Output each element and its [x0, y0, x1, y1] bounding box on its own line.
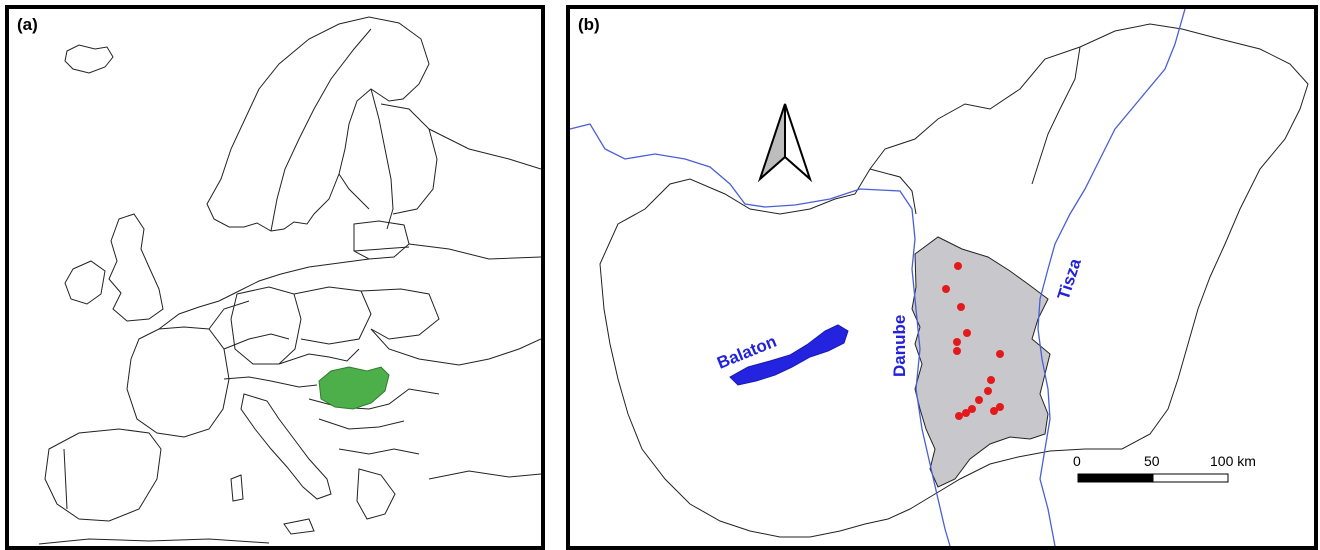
scandinavia-coast — [206, 16, 430, 232]
italy-outline — [240, 393, 332, 500]
label-tisza: Tisza — [1054, 256, 1085, 303]
panel-label-b: (b) — [578, 15, 600, 34]
panel-label-a: (a) — [17, 15, 38, 34]
sample-site-point — [975, 396, 983, 404]
germany-outline — [230, 286, 302, 365]
tisza-river — [1037, 9, 1186, 546]
north-arrow-icon — [757, 103, 813, 183]
sample-site-point — [953, 347, 961, 355]
sample-sites — [942, 262, 1004, 420]
iceland-outline — [64, 44, 114, 74]
sample-site-point — [984, 387, 992, 395]
lake-balaton — [729, 324, 849, 386]
danube-river — [570, 123, 951, 546]
scale-tick-50: 50 — [1144, 453, 1160, 469]
hungary-map: Balaton Danube Tisza 0 50 100 km — [570, 9, 1309, 546]
great-britain-outline — [108, 213, 164, 322]
sample-site-point — [996, 350, 1004, 358]
sample-site-point — [962, 409, 970, 417]
sample-site-point — [987, 376, 995, 384]
sample-site-point — [990, 407, 998, 415]
label-danube: Danube — [890, 315, 909, 377]
scale-tick-0: 0 — [1073, 453, 1081, 469]
france-outline — [126, 326, 230, 438]
continent-coast — [158, 258, 370, 330]
hungary-map-panel: (b) Balaton Danube Tisza 0 — [566, 5, 1318, 550]
sample-site-point — [953, 338, 961, 346]
iberia-outline — [44, 428, 162, 522]
sample-site-point — [957, 303, 965, 311]
hungary-highlight — [318, 366, 390, 410]
scale-bar: 0 50 100 km — [1073, 453, 1256, 483]
sample-site-point — [955, 412, 963, 420]
sample-site-point — [954, 262, 962, 270]
sample-site-point — [942, 285, 950, 293]
europe-map — [38, 16, 541, 545]
sample-site-point — [968, 405, 976, 413]
sample-site-point — [963, 329, 971, 337]
europe-map-panel: (a) — [5, 5, 545, 550]
scale-tick-100: 100 km — [1210, 453, 1256, 469]
sample-site-point — [996, 403, 1004, 411]
ireland-outline — [64, 260, 106, 305]
study-region — [911, 236, 1051, 488]
hungary-border — [599, 23, 1309, 538]
